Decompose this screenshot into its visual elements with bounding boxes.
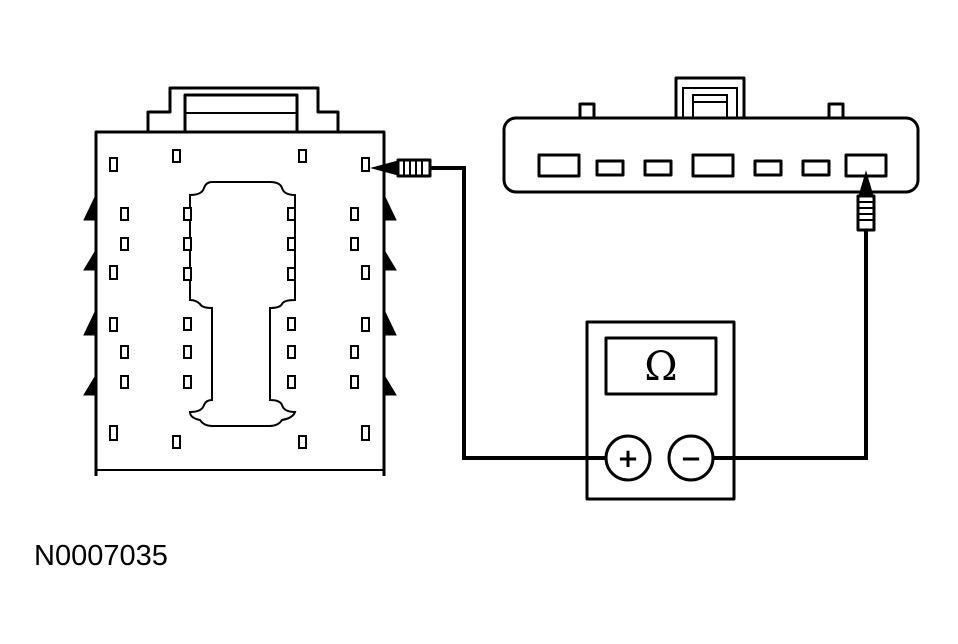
- left-connector-pin-cavities: [109, 149, 370, 449]
- right-connector: [502, 76, 920, 194]
- positive-test-lead: [370, 158, 606, 460]
- negative-terminal-symbol: −: [680, 444, 702, 474]
- ohm-symbol: Ω: [644, 344, 677, 390]
- positive-terminal-symbol: +: [617, 444, 639, 474]
- right-connector-terminals: [537, 153, 888, 178]
- ohmmeter-display: [604, 336, 718, 396]
- negative-test-lead: [713, 170, 876, 460]
- negative-probe-tip: [858, 170, 874, 197]
- left-connector: [83, 86, 397, 476]
- left-connector-side-teeth: [83, 194, 397, 396]
- positive-probe-tip: [370, 160, 399, 176]
- ohmmeter: Ω + −: [585, 320, 736, 501]
- figure-id: N0007035: [34, 540, 168, 572]
- left-connector-key-channel: [188, 181, 297, 427]
